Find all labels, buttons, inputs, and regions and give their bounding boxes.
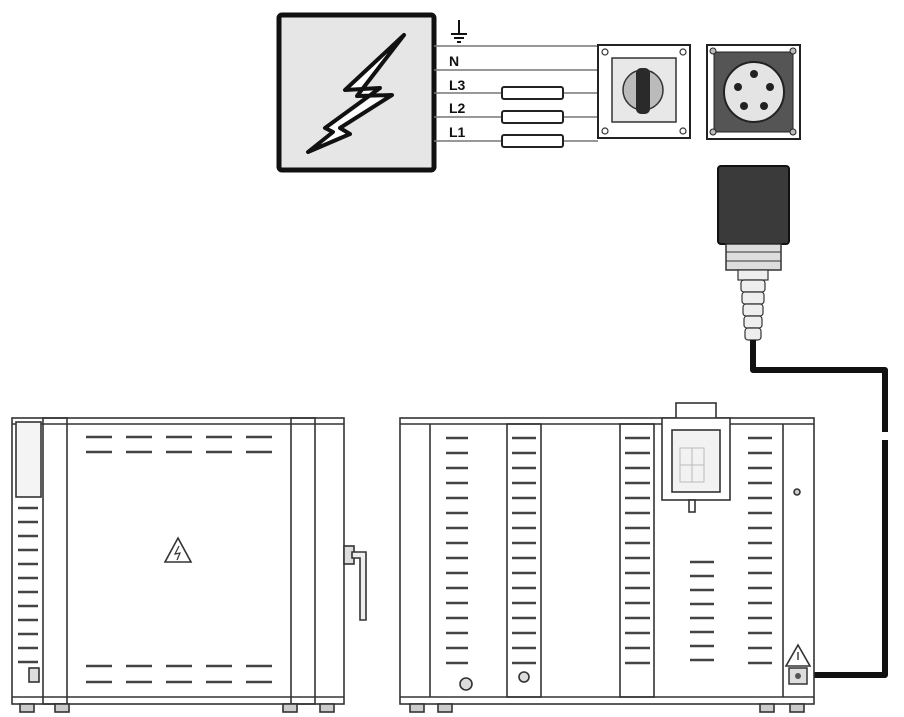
warning-triangle-icon bbox=[784, 643, 812, 667]
left-bottom-vents bbox=[86, 664, 272, 684]
power-inlet bbox=[788, 667, 808, 685]
label-l2: L2 bbox=[449, 100, 466, 116]
left-side-vents bbox=[18, 506, 38, 664]
control-box bbox=[661, 402, 731, 513]
power-plug bbox=[717, 165, 790, 341]
fuse-l1 bbox=[501, 134, 564, 148]
oven-front-view bbox=[11, 417, 367, 713]
left-top-vents bbox=[86, 435, 272, 454]
wall-socket bbox=[706, 44, 801, 140]
ground-icon bbox=[451, 20, 467, 43]
fuse-l2 bbox=[501, 110, 564, 124]
rotary-knob-icon bbox=[622, 68, 664, 114]
fuse-l3 bbox=[501, 86, 564, 100]
label-n: N bbox=[449, 53, 459, 69]
label-l3: L3 bbox=[449, 77, 466, 93]
isolator-switch bbox=[597, 44, 691, 139]
fuses bbox=[501, 86, 564, 148]
lightning-bolt-icon bbox=[306, 33, 406, 154]
oven-rear-view bbox=[399, 417, 815, 713]
door-handle bbox=[343, 545, 367, 621]
power-cable bbox=[750, 340, 888, 678]
label-l1: L1 bbox=[449, 124, 466, 140]
power-supply-box bbox=[276, 12, 437, 173]
rear-vents bbox=[446, 436, 772, 665]
high-voltage-warning-icon bbox=[163, 536, 193, 563]
